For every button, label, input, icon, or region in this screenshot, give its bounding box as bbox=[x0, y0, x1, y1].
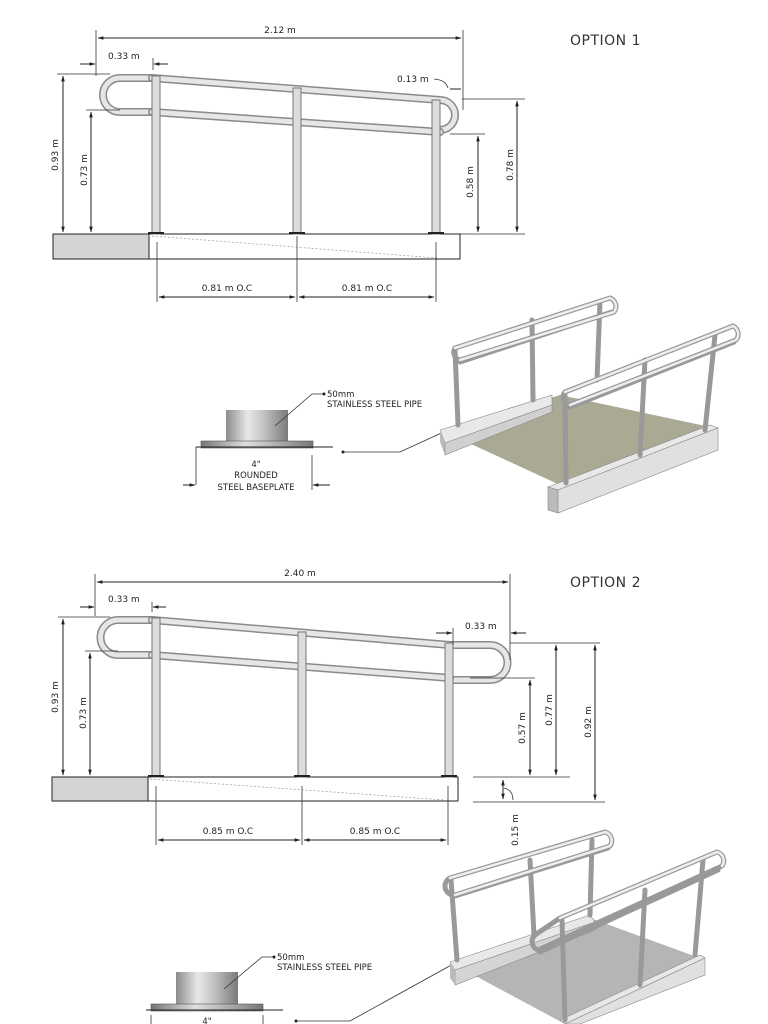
dim-right-extension: 0.33 m bbox=[465, 622, 497, 632]
post bbox=[297, 631, 307, 778]
dim-right-mid-height: 0.57 m bbox=[518, 712, 528, 744]
dim-left-extension: 0.33 m bbox=[108, 595, 140, 605]
post bbox=[151, 75, 161, 235]
dim-left-mid-height: 0.73 m bbox=[79, 697, 89, 729]
pipe-section bbox=[226, 410, 288, 442]
post bbox=[292, 87, 302, 235]
dim-post-spacing-1: 0.81 m O.C bbox=[202, 284, 252, 294]
dim-left-extension: 0.33 m bbox=[108, 52, 140, 62]
post bbox=[151, 617, 161, 778]
landing-block bbox=[52, 233, 150, 260]
option-1-section: OPTION 1 2.12 m bbox=[51, 26, 741, 514]
pipe-section bbox=[176, 972, 238, 1005]
landing-block bbox=[51, 776, 149, 802]
option-1-elevation: 2.12 m 0.33 m 0.13 m 0.93 m 0.73 m 0.58 … bbox=[51, 26, 525, 302]
baseplate-size-label: 4" bbox=[251, 460, 260, 470]
dim-curb-height: 0.15 m bbox=[511, 814, 521, 846]
ramp-slab bbox=[148, 233, 461, 260]
dim-overall-length: 2.40 m bbox=[284, 569, 316, 579]
dim-overall-length: 2.12 m bbox=[264, 26, 296, 36]
option-1-perspective-view bbox=[439, 295, 741, 514]
dim-post-spacing-1: 0.85 m O.C bbox=[203, 827, 253, 837]
dim-left-top-height: 0.93 m bbox=[51, 681, 61, 713]
post bbox=[431, 99, 441, 235]
pipe-material-label: STAINLESS STEEL PIPE bbox=[327, 400, 422, 410]
baseplate-size-label: 4" bbox=[202, 1017, 211, 1024]
dim-left-top-height: 0.93 m bbox=[51, 139, 61, 171]
dim-right-total-height: 0.92 m bbox=[584, 706, 594, 738]
option-2-section: OPTION 2 2.40 m 0. bbox=[51, 569, 727, 1024]
dim-post-spacing-2: 0.81 m O.C bbox=[342, 284, 392, 294]
post bbox=[444, 642, 454, 778]
option-1-title: OPTION 1 bbox=[570, 33, 641, 49]
baseplate-line2-label: STEEL BASEPLATE bbox=[218, 483, 295, 493]
option-2-perspective-view bbox=[442, 829, 727, 1024]
option-2-elevation: 2.40 m 0.33 m 0.33 m 0.93 m 0.73 m 0.57 … bbox=[51, 569, 605, 846]
dim-left-mid-height: 0.73 m bbox=[80, 154, 90, 186]
pipe-size-label: 50mm bbox=[277, 953, 304, 963]
dim-right-top-height: 0.77 m bbox=[545, 694, 555, 726]
option-2-title: OPTION 2 bbox=[570, 575, 641, 591]
option-2-baseplate-detail: 50mm STAINLESS STEEL PIPE 4" bbox=[146, 953, 456, 1024]
option-1-baseplate-detail: 50mm STAINLESS STEEL PIPE 4" ROUNDED STE… bbox=[183, 390, 449, 493]
ramp-slab bbox=[147, 776, 459, 802]
dim-right-extension: 0.13 m bbox=[397, 75, 429, 85]
dim-right-mid-height: 0.58 m bbox=[466, 166, 476, 198]
dim-right-top-height: 0.78 m bbox=[506, 149, 516, 181]
pipe-size-label: 50mm bbox=[327, 390, 354, 400]
baseplate bbox=[150, 1003, 264, 1012]
dim-post-spacing-2: 0.85 m O.C bbox=[350, 827, 400, 837]
baseplate-line1-label: ROUNDED bbox=[234, 471, 278, 481]
pipe-material-label: STAINLESS STEEL PIPE bbox=[277, 963, 372, 973]
baseplate bbox=[200, 440, 314, 449]
